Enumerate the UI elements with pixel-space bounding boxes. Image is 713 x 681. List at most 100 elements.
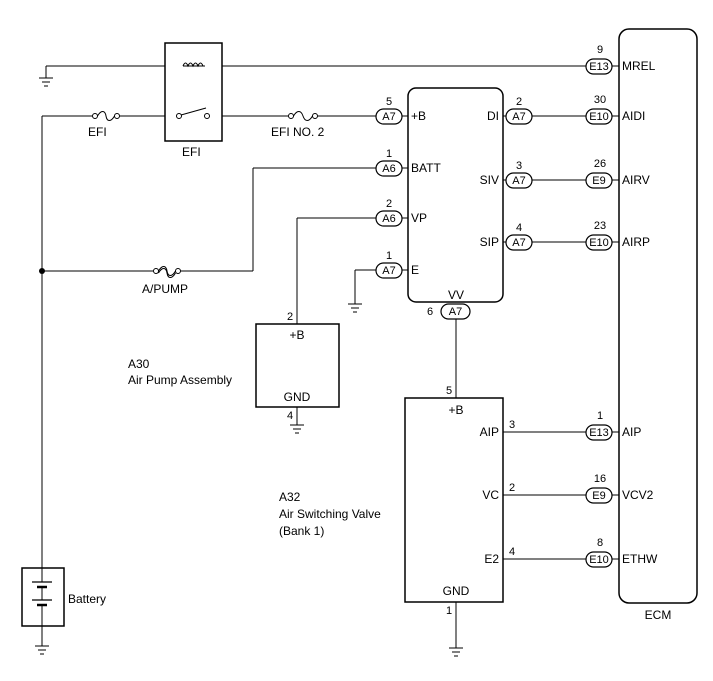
valve-code: A32: [279, 490, 301, 504]
mod-e-label: E: [411, 263, 419, 277]
mod-vp-label: VP: [411, 211, 427, 225]
svg-text:E13: E13: [589, 61, 609, 73]
svg-text:16: 16: [594, 473, 606, 485]
svg-text:1: 1: [386, 250, 392, 262]
svg-text:1: 1: [597, 410, 603, 422]
fuse-efi-label: EFI: [88, 125, 107, 139]
svg-text:AIDI: AIDI: [622, 109, 645, 123]
fuse-efi-no2-label: EFI NO. 2: [271, 125, 325, 139]
mod-batt-label: BATT: [411, 161, 441, 175]
valve-bank: (Bank 1): [279, 524, 324, 538]
air-switching-valve-box: [404, 397, 504, 603]
ecm-pin-aidi: E10 30 AIDI: [585, 94, 645, 125]
svg-text:E9: E9: [592, 490, 605, 502]
svg-text:3: 3: [516, 160, 522, 172]
svg-text:A7: A7: [512, 111, 525, 123]
svg-text:A6: A6: [382, 163, 395, 175]
pump-gnd-label: GND: [284, 390, 311, 404]
connector-a6-batt: A6 1: [375, 148, 403, 177]
svg-text:MREL: MREL: [622, 59, 656, 73]
svg-text:23: 23: [594, 220, 606, 232]
svg-text:A6: A6: [382, 213, 395, 225]
valve-gnd-pin: 1: [446, 605, 452, 617]
svg-text:2: 2: [386, 198, 392, 210]
connector-a7-plus-b: A7 5: [375, 96, 403, 125]
svg-text:E10: E10: [589, 111, 609, 123]
connector-a6-vp: A6 2: [375, 198, 403, 227]
svg-text:E10: E10: [589, 237, 609, 249]
mod-siv-label: SIV: [480, 173, 499, 187]
ground-pump-icon: [290, 424, 304, 434]
pump-plus-b-label: +B: [289, 328, 304, 342]
valve-gnd-label: GND: [443, 584, 470, 598]
ground-e-icon: [348, 303, 362, 313]
mod-vv-label: VV: [448, 288, 464, 302]
ecm-pin-ethw: E10 8 ETHW: [585, 537, 658, 568]
pump-code: A30: [128, 357, 150, 371]
mod-di-label: DI: [487, 109, 499, 123]
mod-sip-label: SIP: [480, 235, 499, 249]
wires: [41, 65, 619, 648]
svg-text:AIP: AIP: [622, 425, 641, 439]
ground-battery-icon: [35, 626, 49, 655]
ecm-label: ECM: [645, 608, 672, 622]
svg-text:AIRP: AIRP: [622, 235, 650, 249]
svg-text:2: 2: [516, 96, 522, 108]
ecm-pin-mrel: E13 9 MREL: [585, 44, 656, 75]
valve-plus-b-pin: 5: [446, 385, 452, 397]
svg-text:AIRV: AIRV: [622, 173, 650, 187]
connector-a7-siv: A7 3: [505, 160, 533, 189]
svg-text:E13: E13: [589, 427, 609, 439]
mod-plus-b-label: +B: [411, 109, 426, 123]
svg-text:26: 26: [594, 158, 606, 170]
svg-text:E10: E10: [589, 554, 609, 566]
svg-text:5: 5: [386, 96, 392, 108]
svg-text:E9: E9: [592, 175, 605, 187]
efi-relay: EFI: [164, 42, 223, 159]
air-pump-box: [255, 323, 340, 408]
svg-text:A7: A7: [449, 306, 462, 318]
relay-label: EFI: [182, 145, 201, 159]
battery-label: Battery: [68, 592, 106, 606]
junction-dot: [39, 268, 45, 274]
battery-icon: [21, 567, 65, 627]
fuse-apump-label: A/PUMP: [142, 282, 188, 296]
ecm-pin-airp: E10 23 AIRP: [585, 220, 650, 251]
fuse-efi-no2-icon: [288, 111, 318, 121]
svg-text:9: 9: [597, 44, 603, 56]
svg-text:VCV2: VCV2: [622, 488, 654, 502]
ecm-pin-vcv2: E9 16 VCV2: [585, 473, 654, 504]
svg-text:A7: A7: [382, 265, 395, 277]
air-injection-driver-box: [407, 87, 504, 303]
svg-text:A7: A7: [512, 175, 525, 187]
svg-text:A7: A7: [382, 111, 395, 123]
valve-vc-label: VC: [482, 488, 499, 502]
ecm-pin-aip: E13 1 AIP: [585, 410, 641, 441]
fuse-apump-icon: [153, 266, 181, 278]
svg-text:A7: A7: [512, 237, 525, 249]
ground-mrel-icon: [39, 66, 53, 87]
valve-name: Air Switching Valve: [279, 507, 381, 521]
fuse-efi-icon: [92, 111, 120, 121]
valve-vc-pin: 2: [509, 482, 515, 494]
svg-text:30: 30: [594, 94, 606, 106]
valve-plus-b-label: +B: [448, 403, 463, 417]
connector-a7-e: A7 1: [375, 250, 403, 279]
svg-text:ETHW: ETHW: [622, 552, 658, 566]
svg-text:8: 8: [597, 537, 603, 549]
ground-valve-icon: [449, 647, 463, 657]
connector-a7-vv: A7 6: [427, 303, 471, 320]
relay-switch-icon: [176, 107, 210, 119]
valve-aip-label: AIP: [480, 425, 499, 439]
svg-text:1: 1: [386, 148, 392, 160]
connector-a7-di: A7 2: [505, 96, 533, 125]
svg-text:4: 4: [516, 222, 522, 234]
pump-plus-b-pin: 2: [287, 311, 293, 323]
ecm-box: [618, 28, 698, 604]
pump-gnd-pin: 4: [287, 410, 293, 422]
valve-e2-label: E2: [484, 552, 499, 566]
valve-aip-pin: 3: [509, 419, 515, 431]
ecm-pin-airv: E9 26 AIRV: [585, 158, 650, 189]
svg-text:6: 6: [427, 306, 433, 318]
